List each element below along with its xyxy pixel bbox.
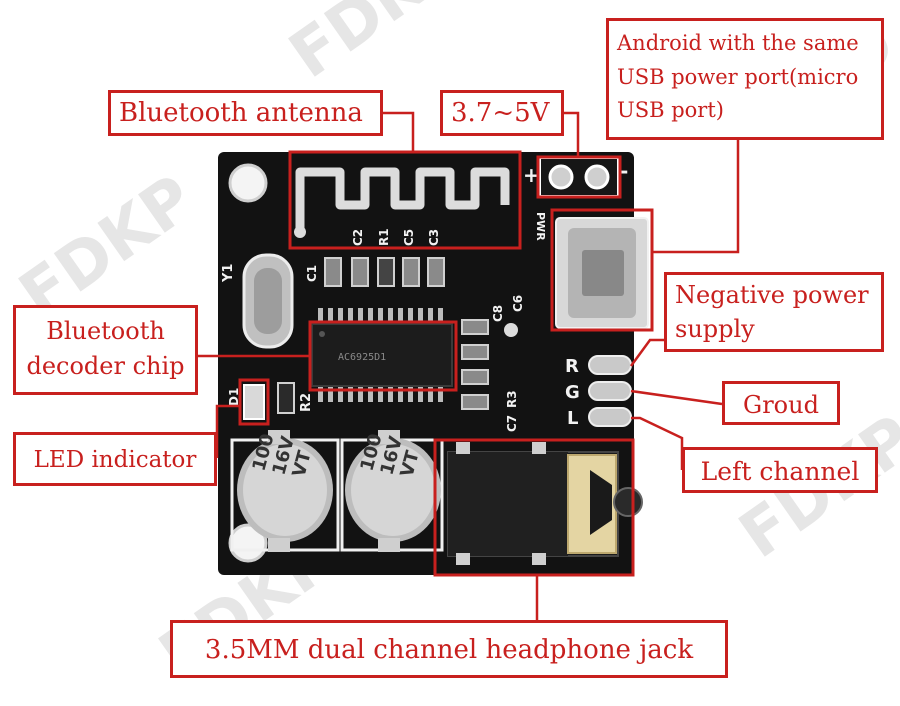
callout-line: Negative power (675, 281, 869, 309)
power-pads (539, 157, 619, 197)
led-component (243, 384, 265, 420)
silk-led-label: D1 (227, 388, 241, 406)
silk-ref-c6: C6 (511, 295, 525, 312)
callout-label: 3.7~5V (451, 98, 550, 128)
callout-led-indicator: LED indicator (13, 432, 217, 486)
silk-ref-c5: C5 (402, 229, 416, 246)
decoder-chip (311, 308, 453, 402)
silk-power-plus: + (523, 163, 540, 187)
smd-capacitor-column (461, 319, 489, 410)
smd-capacitor-row (324, 257, 445, 287)
silk-pin-g: G (565, 382, 580, 403)
callout-ground: Groud (722, 381, 840, 425)
callout-voltage: 3.7~5V (440, 90, 564, 136)
silk-ref-r3: R3 (505, 390, 519, 408)
callout-line: decoder chip (26, 351, 185, 380)
callout-label: Groud (743, 391, 819, 419)
silk-pin-r: R (565, 356, 579, 377)
highlight-antenna (288, 150, 522, 250)
crystal-inner (254, 268, 282, 334)
silk-ref-r2: R2 (299, 393, 314, 412)
highlight-boxes (238, 150, 654, 577)
callout-android-usb: Android with the same USB power port(mic… (606, 18, 884, 140)
silk-ref-r1: R1 (377, 228, 391, 246)
via (504, 323, 518, 337)
silk-ref-c8: C8 (491, 305, 505, 322)
electrolytic-capacitor-right (340, 430, 444, 552)
headphone-jack (447, 442, 643, 565)
callout-line: Android with the same (617, 31, 859, 55)
silk-power-minus: - (620, 159, 628, 183)
electrolytic-capacitor-left (230, 430, 340, 552)
mounting-hole (228, 523, 268, 563)
highlight-jack (433, 438, 635, 577)
resistor-r2 (277, 382, 295, 414)
svg-text:FDKP: FDKP (277, 0, 478, 93)
callout-line: USB port) (617, 98, 724, 123)
silk-pwr: PWR (534, 212, 547, 241)
silk-pin-l: L (567, 408, 578, 429)
mounting-hole (228, 163, 268, 203)
antenna-trace (295, 167, 510, 232)
callout-label: Left channel (700, 457, 860, 486)
callout-headphone-jack: 3.5MM dual channel headphone jack (170, 620, 728, 678)
micro-usb-port (555, 217, 649, 329)
chip-marking: AC6925D1 (338, 352, 386, 363)
callout-negative-power: Negative power supply (664, 272, 884, 352)
antenna-pad (294, 226, 306, 238)
callout-line: USB power port(micro (617, 64, 859, 89)
highlight-usb (550, 208, 654, 332)
silk-ref-c1: C1 (305, 265, 319, 282)
silk-crystal-label: Y1 (221, 264, 236, 283)
callout-bluetooth-decoder: Bluetooth decoder chip (13, 305, 198, 395)
callout-line: Bluetooth (46, 317, 165, 345)
callout-line: supply (675, 314, 755, 343)
callout-label: LED indicator (33, 447, 197, 473)
callout-bluetooth-antenna: Bluetooth antenna (108, 90, 383, 136)
silk-ref-c7: C7 (505, 415, 519, 432)
callout-label: Bluetooth antenna (119, 98, 363, 128)
highlight-led (238, 378, 270, 426)
callout-label: 3.5MM dual channel headphone jack (204, 635, 694, 665)
audio-output-pads (588, 355, 632, 427)
callout-left-channel: Left channel (682, 447, 878, 493)
silk-ref-c3: C3 (427, 229, 441, 246)
silk-ref-c2: C2 (351, 229, 365, 246)
